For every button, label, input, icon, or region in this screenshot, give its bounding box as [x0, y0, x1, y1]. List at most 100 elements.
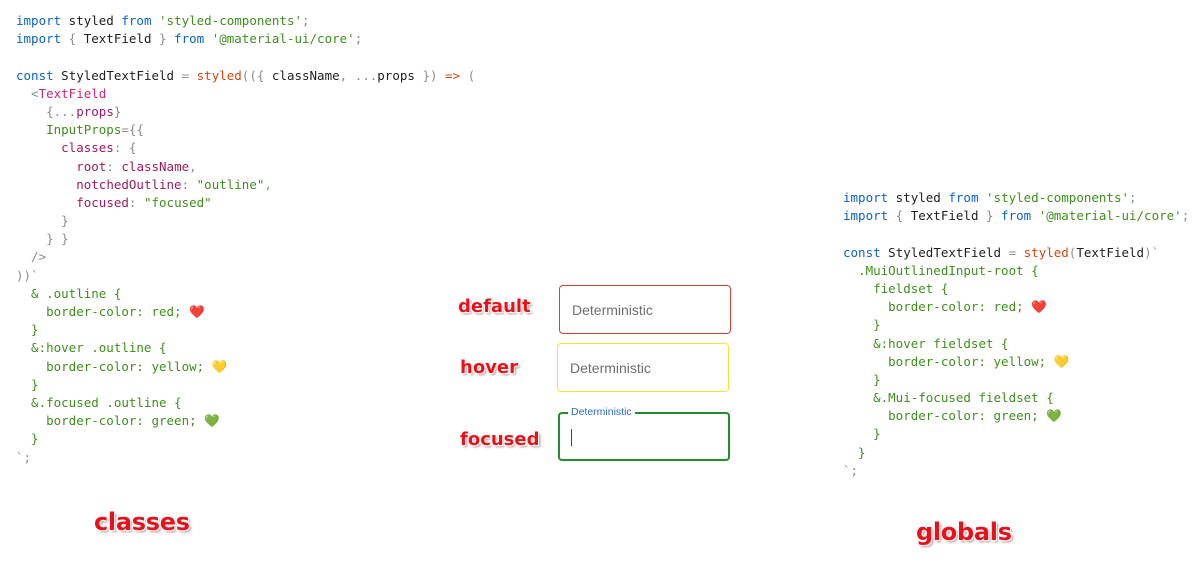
code-line: border-color: yellow; 💛: [843, 353, 1189, 371]
code-token: import: [843, 190, 889, 205]
code-token: {...: [16, 103, 77, 119]
code-token: styled: [888, 190, 949, 205]
code-token: StyledTextField: [53, 67, 182, 83]
code-token: const: [843, 244, 881, 260]
code-token: :: [128, 194, 144, 210]
code-token: }: [843, 371, 881, 387]
code-line: }: [843, 425, 1189, 443]
code-line: const StyledTextField = styled(TextField…: [843, 244, 1189, 262]
code-line: />: [16, 248, 475, 266]
code-token: (: [460, 67, 476, 83]
code-line: &.focused .outline {: [16, 394, 475, 412]
code-token: &:hover fieldset {: [843, 335, 1009, 351]
code-token: props: [76, 103, 114, 119]
code-line: import styled from 'styled-components';: [16, 12, 475, 30]
code-token: styled: [196, 67, 242, 83]
code-line: &.Mui-focused fieldset {: [843, 389, 1189, 407]
code-token: border-color: yellow;: [16, 358, 212, 374]
code-token: border-color: yellow;: [843, 353, 1054, 369]
code-line: }: [16, 376, 475, 394]
code-token: )`: [1144, 244, 1160, 260]
code-line: `;: [843, 462, 1189, 480]
text-field-default[interactable]: Deterministic: [559, 285, 731, 334]
code-token: "outline": [196, 176, 265, 192]
code-token: }: [843, 426, 881, 442]
code-line: ))`: [16, 267, 475, 285]
code-token: StyledTextField: [880, 244, 1009, 260]
code-token: InputProps: [16, 122, 122, 138]
code-token: styled: [61, 13, 122, 28]
state-label-default: default: [458, 296, 531, 317]
code-token: import: [16, 13, 62, 28]
code-token: ;: [1129, 190, 1137, 205]
code-line: border-color: green; 💚: [16, 412, 475, 430]
emoji-heart-icon: 💛: [1053, 353, 1070, 369]
code-token: styled: [1023, 244, 1069, 260]
code-token: ))`: [16, 267, 39, 283]
code-token: import: [16, 31, 62, 47]
code-token: [16, 177, 76, 192]
state-label-focused: focused: [460, 429, 540, 450]
code-token: :: [181, 176, 197, 192]
code-token: from: [948, 190, 979, 205]
code-token: '@material-ui/core': [1038, 208, 1182, 224]
code-token: } }: [16, 231, 69, 247]
code-line: focused: "focused": [16, 194, 475, 212]
code-token: notchedOutline: [76, 176, 182, 192]
text-field-focused[interactable]: Deterministic: [558, 406, 730, 461]
code-token: =: [1008, 244, 1017, 260]
code-line: }: [16, 430, 475, 448]
code-line: .MuiOutlinedInput-root {: [843, 262, 1189, 280]
code-line: &:hover fieldset {: [843, 335, 1189, 353]
code-token: TextField: [38, 85, 107, 101]
code-line: InputProps={{: [16, 121, 475, 139]
emoji-heart-icon: 💚: [204, 413, 220, 429]
code-token: focused: [76, 194, 129, 210]
code-line: <TextField: [16, 85, 475, 103]
code-token: .MuiOutlinedInput-root {: [843, 262, 1039, 278]
code-token: fieldset {: [843, 280, 949, 296]
code-token: }: [16, 431, 39, 447]
code-line: import { TextField } from '@material-ui/…: [16, 30, 475, 48]
code-line: {...props}: [16, 103, 475, 121]
code-token: `;: [843, 462, 859, 478]
code-token: from: [1001, 208, 1032, 224]
code-token: {: [61, 31, 84, 47]
code-token: border-color: green;: [843, 408, 1047, 424]
text-cursor: [571, 429, 572, 446]
code-token: "focused": [143, 194, 212, 210]
code-line: border-color: green; 💚: [843, 407, 1189, 425]
code-token: [16, 159, 76, 174]
code-line: fieldset {: [843, 280, 1189, 298]
code-line: }: [843, 371, 1189, 389]
code-line: }: [16, 321, 475, 339]
code-token: {: [888, 208, 911, 224]
code-token: }: [978, 208, 1002, 224]
code-token: (: [1068, 244, 1077, 260]
code-token: from: [121, 13, 152, 28]
classes-label: classes: [94, 508, 190, 536]
code-token: root: [76, 158, 107, 174]
code-token: className: [271, 67, 340, 83]
code-token: props: [377, 67, 415, 83]
code-token: }: [16, 322, 39, 338]
text-field-hover[interactable]: Deterministic: [557, 343, 729, 392]
code-token: }: [113, 103, 122, 119]
code-token: TextField: [83, 31, 152, 47]
code-line: }: [16, 212, 475, 230]
code-token: }: [151, 31, 175, 47]
code-line: }: [843, 444, 1189, 462]
code-line: border-color: red; ❤️: [843, 298, 1189, 316]
code-token: :: [106, 158, 122, 174]
code-token: [151, 13, 159, 28]
code-line: import styled from 'styled-components';: [843, 189, 1189, 207]
code-token: [204, 31, 212, 46]
text-field-floating-label: Deterministic: [568, 406, 635, 418]
code-block-classes: import styled from 'styled-components';i…: [16, 12, 475, 467]
code-line: border-color: yellow; 💛: [16, 358, 475, 376]
code-token: , ...: [339, 67, 378, 83]
text-field-placeholder: Deterministic: [570, 359, 651, 376]
code-token: <: [16, 85, 39, 101]
code-line: [843, 225, 1189, 243]
code-token: import: [843, 208, 889, 224]
